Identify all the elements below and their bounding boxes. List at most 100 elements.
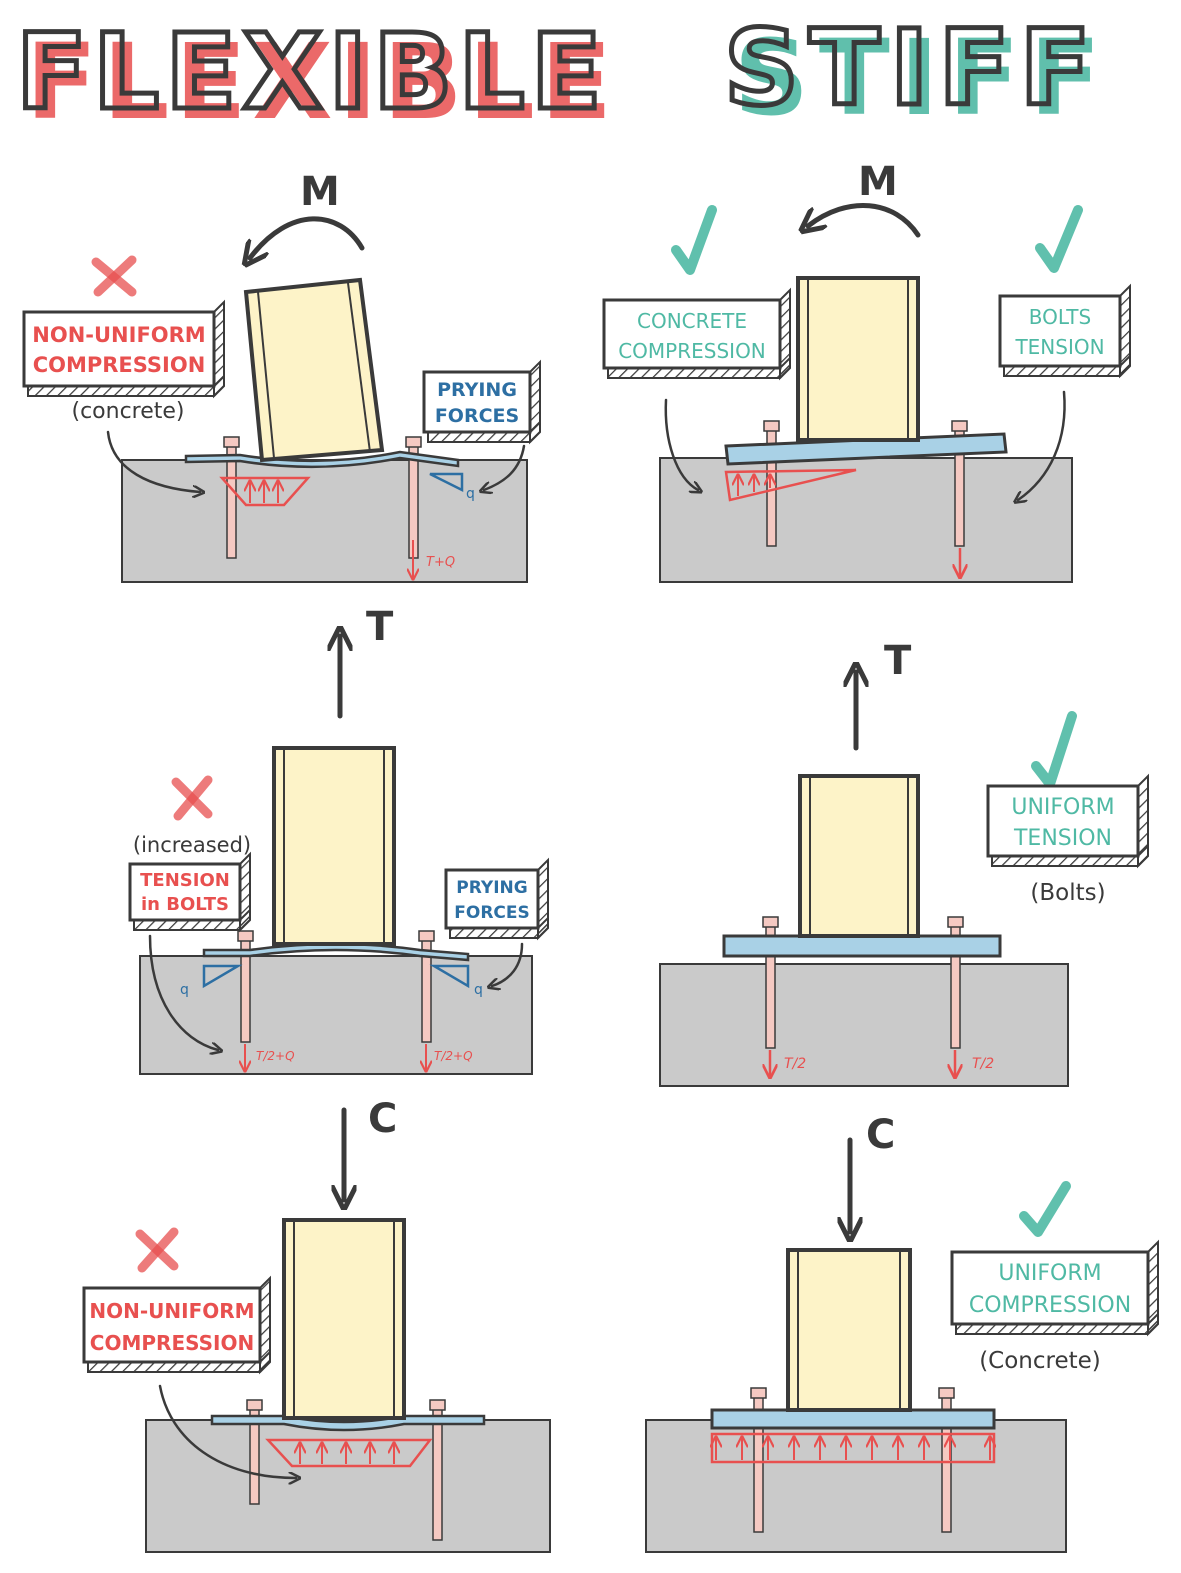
note-concrete: (Concrete) xyxy=(979,1348,1101,1374)
label-box-uniform-tension: UNIFORM TENSION xyxy=(986,773,1149,869)
bolt-nut xyxy=(762,916,779,928)
label-line: NON-UNIFORM xyxy=(32,323,205,347)
steel-column xyxy=(796,276,920,442)
base-plate xyxy=(722,934,1002,958)
moment-label: M xyxy=(858,159,898,205)
cross-icon xyxy=(135,1227,179,1273)
compression-label: C xyxy=(368,1096,397,1142)
compression-arrows xyxy=(300,1444,394,1464)
q-label: q xyxy=(466,486,475,502)
callout-arrow-icon xyxy=(484,444,526,490)
callout-arrow-icon xyxy=(1018,390,1066,500)
moment-label: M xyxy=(300,169,340,215)
bolt-nut xyxy=(750,1387,767,1399)
label-box-non-uniform-compression: NON-UNIFORM COMPRESSION xyxy=(82,1275,271,1375)
check-icon xyxy=(1019,1181,1071,1237)
title-stiff: STIFF STIFF xyxy=(722,5,1101,140)
label-box-non-uniform-compression: NON-UNIFORM COMPRESSION xyxy=(22,299,225,399)
label-line: COMPRESSION xyxy=(969,1293,1131,1318)
bolt-nut xyxy=(951,420,968,432)
concrete-block xyxy=(121,459,528,583)
title-flexible: FLEXIBLE FLEXIBLE xyxy=(14,9,618,144)
stiff-compression-panel: C xyxy=(645,1112,1159,1553)
label-line: TENSION xyxy=(140,870,230,891)
column-flange-line xyxy=(347,282,371,453)
compression-diagram xyxy=(724,468,857,502)
flexible-tension-panel: T q q T/2+Q T/2+Q (increased) TENSION in… xyxy=(128,604,549,1075)
flexible-moment-panel: M q T+Q xyxy=(22,169,541,583)
anchor-bolt xyxy=(766,423,777,547)
prying-diagram xyxy=(202,964,243,989)
steel-column xyxy=(786,1248,912,1412)
label-box-bolts-tension: BOLTS TENSION xyxy=(998,283,1131,379)
check-icon xyxy=(1031,711,1077,789)
bolt-nut xyxy=(223,436,240,448)
label-box-uniform-compression: UNIFORM COMPRESSION xyxy=(950,1239,1159,1337)
label-line: UNIFORM xyxy=(1011,795,1114,820)
note-concrete: (concrete) xyxy=(71,399,184,424)
stiff-tension-panel: T T/2 T/2 UNIFORM TENSION (Bolts) xyxy=(659,638,1149,1087)
compression-diagram xyxy=(265,1438,433,1468)
tension-label: T xyxy=(366,604,394,650)
label-line: FORCES xyxy=(454,903,530,923)
uniform-compression-diagram xyxy=(710,1432,996,1464)
check-icon xyxy=(1035,205,1083,273)
q-label: q xyxy=(474,982,483,998)
label-line: UNIFORM xyxy=(998,1261,1101,1286)
steel-column xyxy=(798,774,920,938)
compression-diagram xyxy=(219,476,311,507)
callout-arrow-icon xyxy=(106,430,200,492)
note-increased: (increased) xyxy=(133,833,251,857)
bolt-force-label: T/2 xyxy=(784,1056,806,1072)
bolt-nut xyxy=(246,1399,263,1411)
compression-arrows xyxy=(250,482,278,503)
label-box-prying-forces: PRYING FORCES xyxy=(444,857,549,941)
compression-arrows xyxy=(738,476,770,496)
base-plate xyxy=(210,1414,486,1432)
callout-arrow-icon xyxy=(664,398,698,490)
title-flexible-text: FLEXIBLE xyxy=(16,11,608,133)
prying-diagram xyxy=(429,964,470,989)
bolt-nut xyxy=(237,930,254,942)
note-bolts: (Bolts) xyxy=(1030,880,1105,906)
label-box-prying-forces: PRYING FORCES xyxy=(422,359,541,445)
label-line: in BOLTS xyxy=(141,894,229,915)
steel-column xyxy=(272,746,396,946)
label-line: CONCRETE xyxy=(637,309,747,333)
label-box-concrete-compression: CONCRETE COMPRESSION xyxy=(602,287,791,381)
concrete-block xyxy=(659,963,1069,1087)
label-box-tension-in-bolts: TENSION in BOLTS xyxy=(128,851,251,933)
label-line: PRYING xyxy=(437,379,517,401)
bolt-force-label: T+Q xyxy=(426,555,455,570)
bolt-force-label: T/2+Q xyxy=(256,1049,295,1063)
label-line: FORCES xyxy=(435,405,519,427)
cross-icon xyxy=(91,255,137,297)
compression-diagram xyxy=(710,1432,996,1464)
label-line: PRYING xyxy=(456,878,527,898)
moment-arrow-icon xyxy=(250,216,365,258)
bolt-nut xyxy=(418,930,435,942)
bolt-nut xyxy=(405,436,422,448)
label-line: COMPRESSION xyxy=(33,353,206,377)
q-label: q xyxy=(180,982,189,998)
steel-column xyxy=(282,1218,406,1420)
concrete-block xyxy=(659,457,1073,583)
title-stiff-text: STIFF xyxy=(724,7,1101,129)
compression-label: C xyxy=(866,1112,895,1158)
label-line: NON-UNIFORM xyxy=(89,1299,254,1323)
label-line: COMPRESSION xyxy=(90,1331,254,1355)
base-plate xyxy=(184,450,460,469)
bolt-nut xyxy=(429,1399,446,1411)
bolt-force-label: T/2 xyxy=(972,1056,994,1072)
title-flexible-shadow: FLEXIBLE xyxy=(26,21,618,143)
concrete-block xyxy=(645,1419,1067,1553)
check-icon xyxy=(671,205,717,275)
bolt-nut xyxy=(763,420,780,432)
callout-arrow-icon xyxy=(158,1384,296,1478)
column-flange-line xyxy=(257,291,275,459)
callout-arrow-icon xyxy=(148,934,218,1050)
label-line: TENSION xyxy=(1014,335,1104,359)
stiff-moment-panel: M CONCRETE COMPRESSION xyxy=(602,159,1131,583)
bolt-nut xyxy=(938,1387,955,1399)
